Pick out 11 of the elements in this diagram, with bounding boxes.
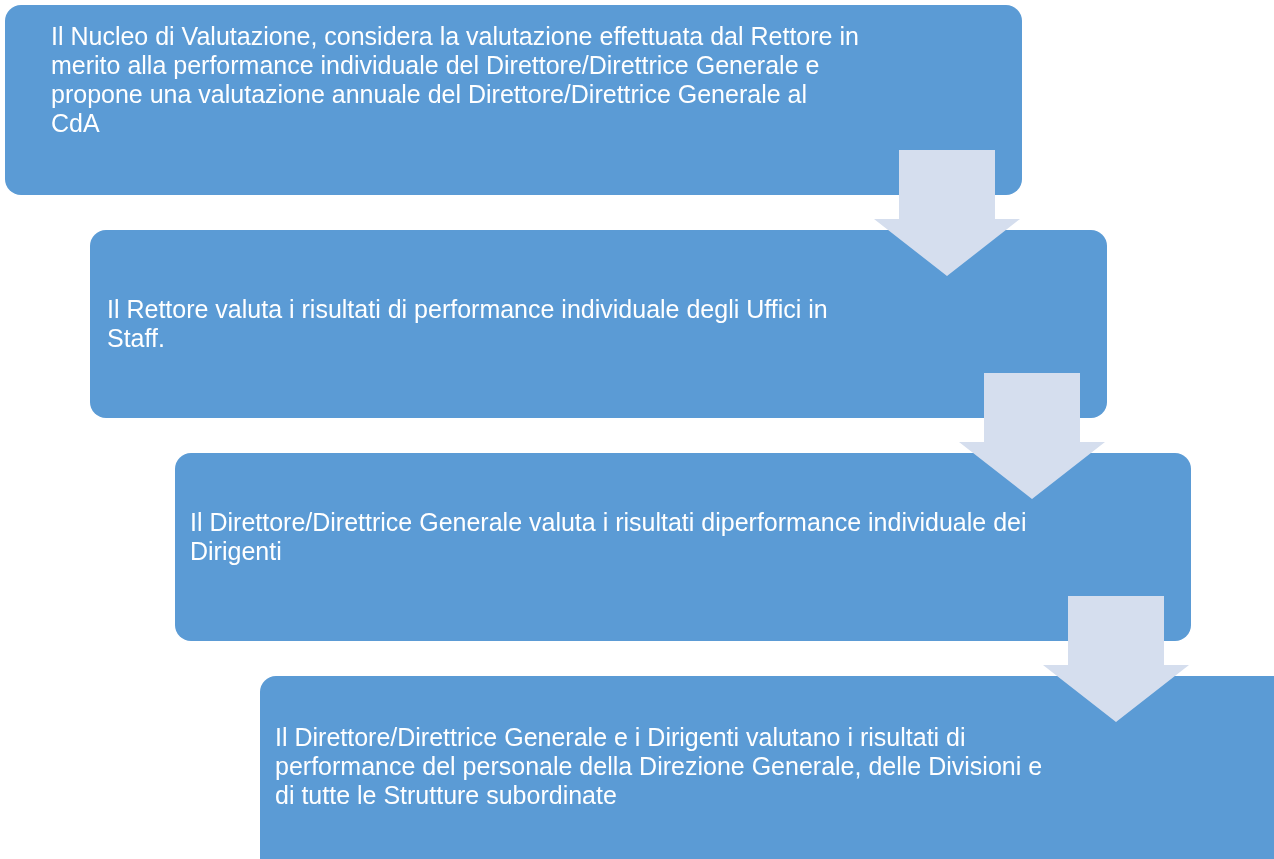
down-arrow [874,150,1020,276]
box-text: Il Direttore/Direttrice Generale valuta i risultati diperformance individuale dei Dirigenti [190,508,1028,566]
process-box [260,676,1274,859]
box-text: Il Nucleo di Valutazione, considera la valutazione effettuata dal Rettore in merito alla performance individuale del Direttore/Direttrice Generale e propone una valutazione annuale del Direttore/Direttrice Generale al CdA [51,22,860,138]
down-arrow [959,373,1105,499]
process-box [90,230,1107,418]
process-box [5,5,1022,195]
process-box [175,453,1191,641]
box-text: Il Direttore/Direttrice Generale e i Dirigenti valutano i risultati di performance del personale della Direzione Generale, delle Divisioni e di tutte le Strutture subordinate [275,722,1044,810]
box-text: Il Rettore valuta i risultati di performance individuale degli Uffici in Staff. [107,295,829,353]
down-arrow [1043,596,1189,722]
